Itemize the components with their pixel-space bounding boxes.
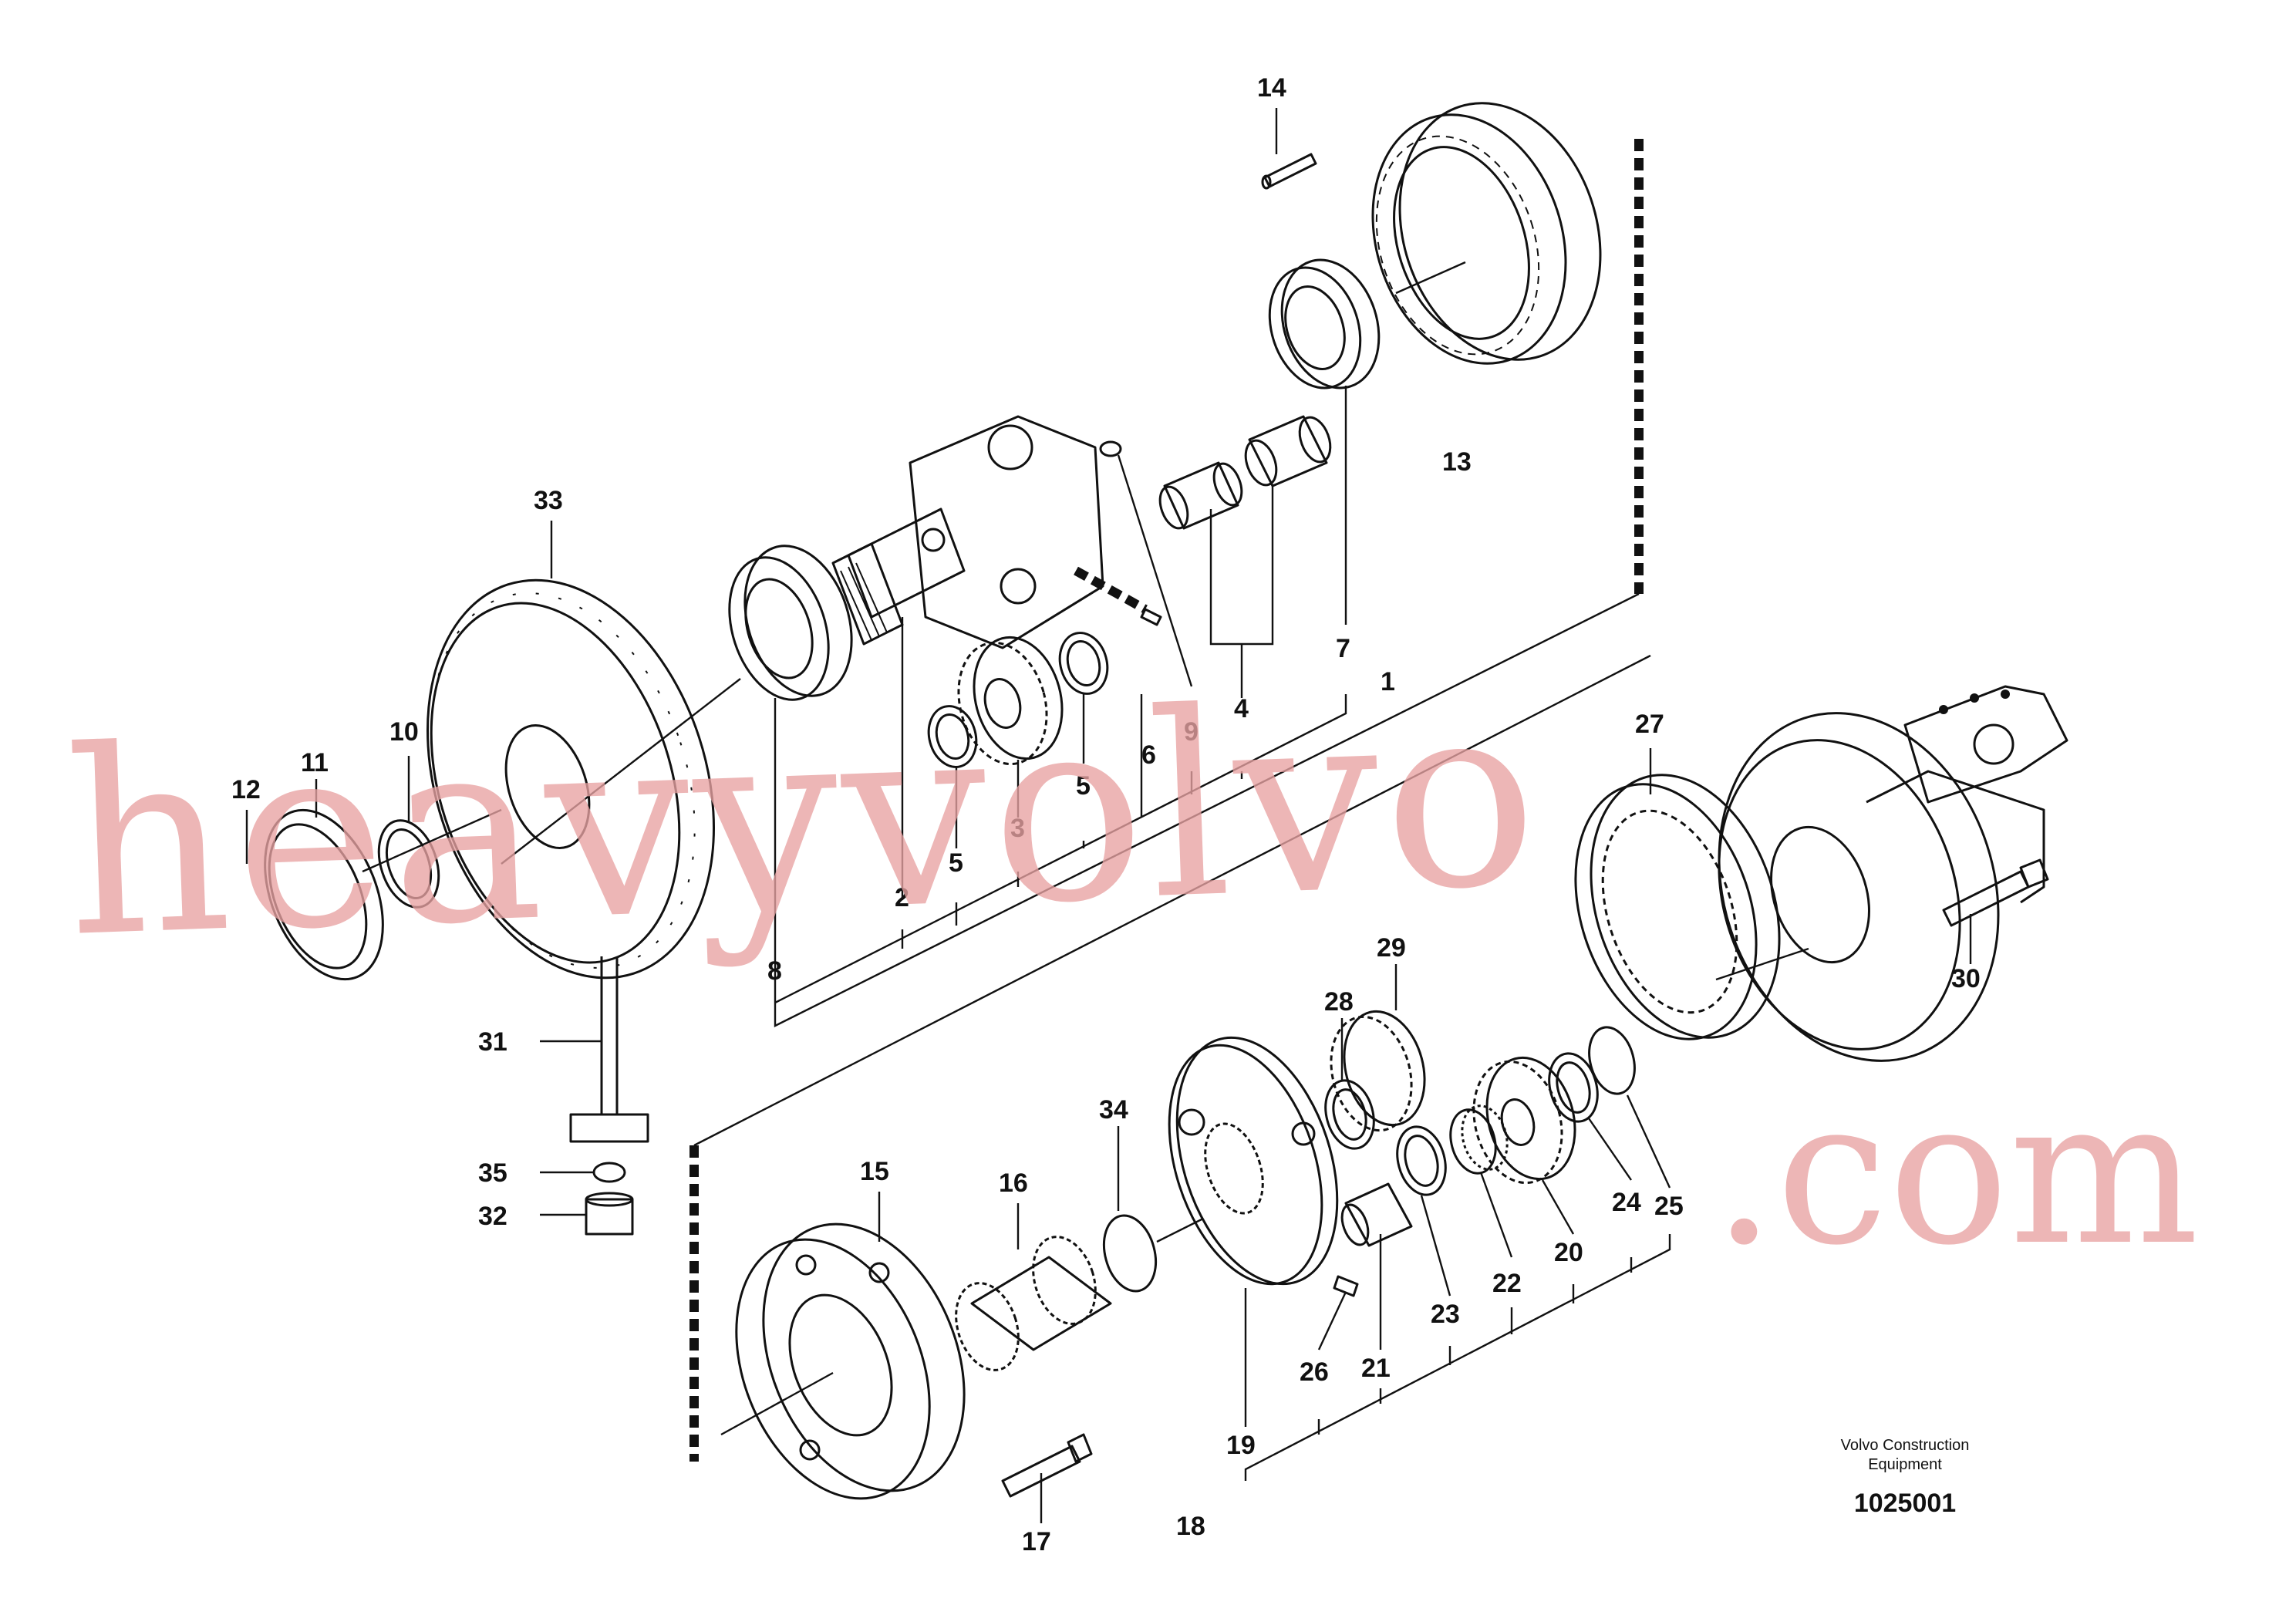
callout-13: 13 bbox=[1442, 447, 1472, 477]
callout-20: 20 bbox=[1554, 1238, 1583, 1267]
motor-housing bbox=[1718, 685, 2068, 1062]
sleeve-21 bbox=[1340, 1182, 1413, 1247]
mounting-flange-33 bbox=[426, 578, 715, 980]
pin-26 bbox=[1333, 1275, 1359, 1297]
planet-gear-3 bbox=[957, 636, 1064, 766]
planet-carrier-19 bbox=[1168, 1036, 1339, 1286]
callout-31: 31 bbox=[478, 1027, 507, 1057]
callout-1: 1 bbox=[1381, 667, 1395, 696]
callout-4: 4 bbox=[1234, 694, 1249, 723]
callout-32: 32 bbox=[478, 1202, 507, 1231]
callout-27: 27 bbox=[1635, 710, 1664, 739]
watermark-text-suffix: .com bbox=[1712, 1057, 2199, 1290]
credit-line-2: Equipment bbox=[1868, 1456, 1942, 1473]
bearing-8 bbox=[728, 545, 853, 701]
callout-9: 9 bbox=[1184, 717, 1199, 747]
callout-21: 21 bbox=[1361, 1354, 1391, 1383]
callout-30: 30 bbox=[1951, 964, 1981, 993]
callout-11: 11 bbox=[301, 748, 329, 777]
callout-33: 33 bbox=[534, 486, 563, 515]
callout-28: 28 bbox=[1324, 987, 1354, 1017]
bolt-30 bbox=[1942, 858, 2049, 927]
callout-5b: 5 bbox=[949, 848, 963, 878]
document-number: 1025001 bbox=[1854, 1489, 1956, 1518]
callout-7: 7 bbox=[1336, 634, 1350, 663]
seal-10 bbox=[377, 819, 440, 909]
callout-15: 15 bbox=[860, 1157, 889, 1186]
callout-18: 18 bbox=[1176, 1512, 1205, 1541]
plug-9 bbox=[1099, 440, 1122, 457]
snap-ring-34 bbox=[1102, 1214, 1158, 1293]
callout-35: 35 bbox=[478, 1158, 507, 1188]
callout-34: 34 bbox=[1099, 1095, 1128, 1125]
ring-gear-13 bbox=[1371, 102, 1602, 365]
sun-gear-shaft-16 bbox=[955, 1236, 1112, 1371]
cover-11 bbox=[264, 808, 384, 981]
snap-ring-25 bbox=[1588, 1026, 1636, 1095]
callout-2: 2 bbox=[895, 883, 909, 912]
sleeve-4b bbox=[1158, 461, 1243, 530]
callout-25: 25 bbox=[1654, 1192, 1684, 1221]
callout-29: 29 bbox=[1377, 933, 1406, 963]
callout-6: 6 bbox=[1141, 740, 1156, 770]
plug-32 bbox=[585, 1192, 634, 1236]
callout-24: 24 bbox=[1612, 1188, 1641, 1217]
planet-gear-29 bbox=[1330, 1010, 1426, 1132]
callout-8: 8 bbox=[767, 956, 782, 986]
pin-14 bbox=[1261, 153, 1317, 190]
hub-15 bbox=[735, 1222, 966, 1500]
washer-35 bbox=[592, 1162, 626, 1183]
washer-5b bbox=[927, 705, 978, 768]
watermark-text: heavyvolvo bbox=[61, 646, 1546, 993]
washer-23 bbox=[1396, 1125, 1447, 1196]
callout-12: 12 bbox=[231, 775, 261, 804]
callout-19: 19 bbox=[1226, 1431, 1256, 1460]
washer-5a bbox=[1058, 632, 1109, 695]
credit-line-1: Volvo Construction bbox=[1841, 1437, 1970, 1454]
washer-24 bbox=[1548, 1052, 1599, 1123]
drain-tube-31 bbox=[569, 956, 649, 1143]
ring-gear-27 bbox=[1574, 774, 1781, 1040]
callout-3: 3 bbox=[1010, 814, 1025, 843]
callout-5a: 5 bbox=[1076, 771, 1091, 801]
callout-16: 16 bbox=[999, 1168, 1028, 1198]
callout-23: 23 bbox=[1431, 1300, 1460, 1329]
bearing-7 bbox=[1268, 258, 1381, 389]
callout-17: 17 bbox=[1022, 1527, 1051, 1556]
callout-10: 10 bbox=[389, 717, 419, 747]
callout-26: 26 bbox=[1300, 1357, 1329, 1387]
bolt-17 bbox=[1001, 1433, 1093, 1498]
callout-14: 14 bbox=[1257, 73, 1286, 103]
planet-carrier-2 bbox=[831, 415, 1104, 649]
callout-22: 22 bbox=[1492, 1269, 1522, 1298]
sleeve-4a bbox=[1244, 415, 1332, 487]
